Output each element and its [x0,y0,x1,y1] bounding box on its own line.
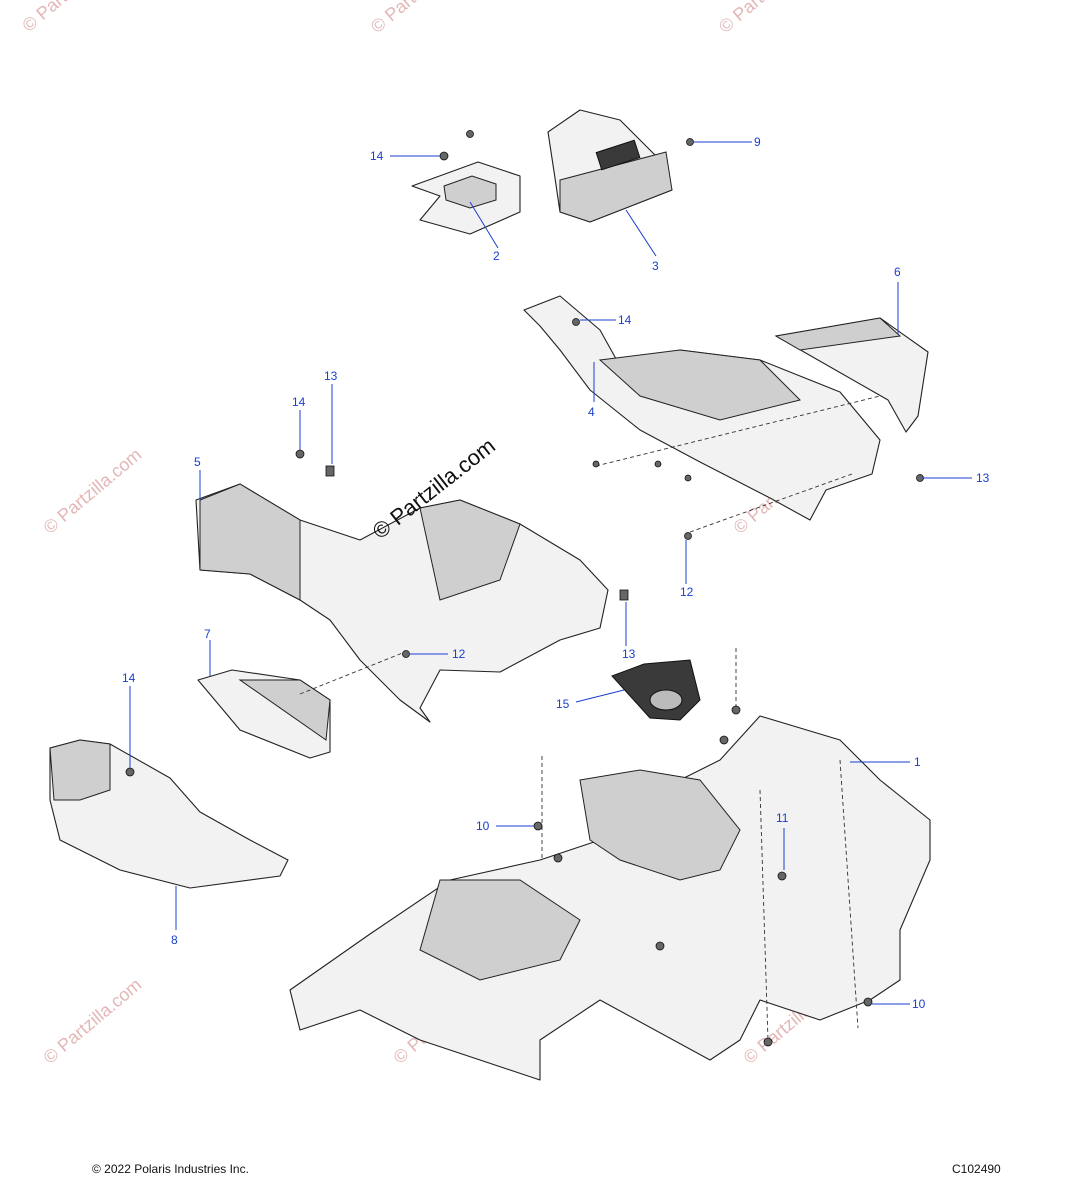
watermark-4: © Partzilla.com [40,444,146,537]
callout-group: 14 9 2 3 6 14 4 13 14 5 13 12 13 12 7 14 [122,135,990,1011]
part-3-panel [547,109,673,223]
watermark-1: © Partzilla.com [18,0,124,36]
callout-10-b: 10 [912,997,926,1011]
callout-6: 6 [894,265,901,279]
callout-13-b: 13 [976,471,990,485]
part-2-plate [411,161,521,235]
callout-11: 11 [776,811,789,825]
part-4-console [523,295,881,533]
watermark-6: © Partzilla.com [40,974,146,1067]
callout-12-a: 12 [680,585,694,599]
callout-7: 7 [204,627,211,641]
fastener-14-top [439,151,449,161]
part-1-front-frame [289,648,931,1081]
callout-12-b: 12 [452,647,466,661]
part-7-shield [197,649,411,759]
callout-14-a: 14 [370,149,384,163]
callout-14-b: 14 [618,313,632,327]
callout-13-a: 13 [324,369,338,383]
part-5-front-console [195,483,609,723]
callout-4: 4 [588,405,595,419]
watermark-3: © Partzilla.com [715,0,821,37]
part-8-side-panel [49,739,289,889]
callout-10-a: 10 [476,819,490,833]
callout-13-c: 13 [622,647,636,661]
callout-3: 3 [652,259,659,273]
callout-8: 8 [171,933,178,947]
part-15-mount [611,659,701,721]
callout-5: 5 [194,455,201,469]
callout-14-d: 14 [122,671,136,685]
callout-9: 9 [754,135,761,149]
callout-2: 2 [493,249,500,263]
part-6-side-panel [774,317,929,433]
callout-1: 1 [914,755,921,769]
watermark-2: © Partzilla.com [367,0,473,37]
copyright-text: © 2022 Polaris Industries Inc. [92,1162,249,1176]
diagram-code: C102490 [952,1162,1001,1176]
callout-15: 15 [556,697,570,711]
callout-14-c: 14 [292,395,306,409]
